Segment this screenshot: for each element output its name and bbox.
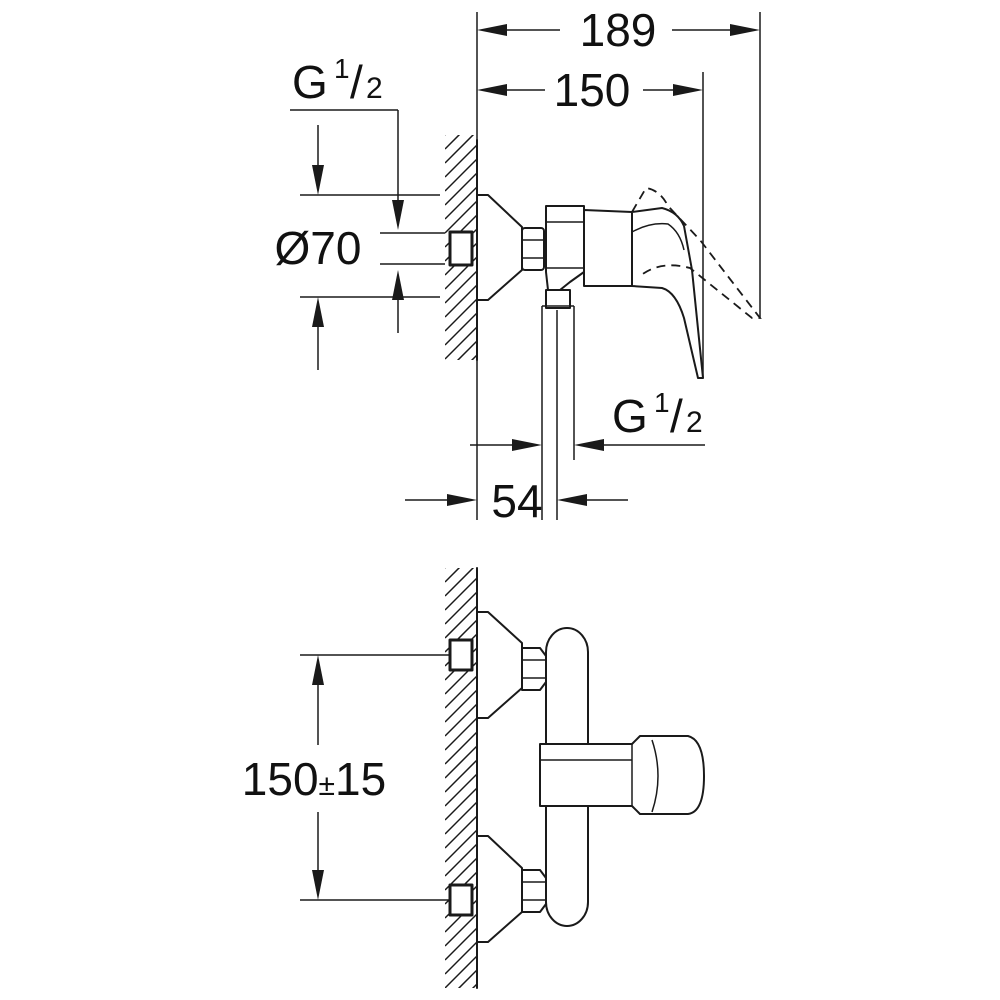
nut-upper <box>521 647 547 691</box>
svg-text:2: 2 <box>366 72 383 105</box>
wall-flange-side <box>476 194 523 301</box>
hatch-line <box>445 913 477 947</box>
svg-text:/: / <box>670 390 683 442</box>
hatch-line <box>445 591 477 625</box>
dim-outlet-offset: 54 <box>491 475 542 527</box>
hatch-line <box>445 200 477 234</box>
hatch-line <box>445 941 477 975</box>
hatch-line <box>445 172 477 206</box>
mixer-body-side <box>545 205 585 291</box>
hatch-line <box>445 135 461 150</box>
hatch-line <box>445 815 477 849</box>
lever-dashed <box>631 187 762 319</box>
dim-diameter: Ø70 <box>275 222 362 274</box>
hatch-line <box>445 568 475 597</box>
inlet-stub-side <box>448 230 474 267</box>
thread-label-inlet: G 1 / 2 <box>292 53 383 108</box>
hatch-line <box>445 298 477 332</box>
hatch-line <box>445 144 477 178</box>
hatch-line <box>445 568 447 569</box>
svg-text:G: G <box>612 390 648 442</box>
hatch-line <box>445 326 477 360</box>
outlet-nut <box>545 289 571 309</box>
hatch-line <box>445 689 477 723</box>
inlet-stub-upper <box>448 638 474 672</box>
spacing-value: 150 <box>242 753 319 805</box>
diameter-value: 70 <box>310 222 361 274</box>
hatch-line <box>445 717 477 751</box>
hatch-line <box>445 675 477 709</box>
hatch-line <box>445 703 477 737</box>
hatch-line <box>445 745 477 779</box>
hatch-line <box>445 270 477 304</box>
hatch-line <box>445 829 477 863</box>
lever-solid <box>631 207 704 379</box>
hatch-line <box>445 955 477 988</box>
handle-front <box>539 735 705 815</box>
spacing-tolerance: 15 <box>335 753 386 805</box>
hatch-line <box>445 759 477 793</box>
inlet-stub-lower <box>448 883 474 917</box>
hatch-line <box>470 354 477 360</box>
thread-label-outlet: G 1 / 2 <box>612 387 703 442</box>
dim-inlet-spacing: 150±15 <box>242 753 386 805</box>
svg-text:2: 2 <box>686 406 703 439</box>
dim-lever-width: 150 <box>554 64 631 116</box>
hatch-line <box>445 577 477 611</box>
hatch-line <box>445 568 461 583</box>
hatch-line <box>445 312 477 346</box>
hatch-line <box>445 927 477 961</box>
side-view: 189 150 Ø70 G 1 / 2 G 1 / 2 <box>275 4 762 527</box>
svg-text:/: / <box>350 56 363 108</box>
front-view: 150±15 <box>242 567 705 989</box>
hatch-line <box>445 284 477 318</box>
wall-flange-lower <box>476 835 523 943</box>
hatch-line <box>445 158 477 192</box>
hatch-line <box>445 843 477 877</box>
hatch-line <box>456 340 477 360</box>
hatch-line <box>445 186 477 220</box>
svg-text:G: G <box>292 56 328 108</box>
hatch-line <box>445 605 477 639</box>
hatch-line <box>445 135 475 164</box>
nut-lower <box>521 869 547 913</box>
hatch-line <box>445 801 477 835</box>
hatch-line <box>457 969 477 988</box>
wall-flange-upper <box>476 611 523 719</box>
dim-total-width: 189 <box>580 4 657 56</box>
hatch-line <box>445 773 477 807</box>
hatch-line <box>445 135 447 136</box>
svg-text:1: 1 <box>334 53 350 84</box>
nut-side <box>521 227 545 271</box>
svg-text:1: 1 <box>654 387 670 418</box>
spacing-tolerance-symbol: ± <box>319 769 335 802</box>
hatch-line <box>445 787 477 821</box>
hatch-line <box>445 731 477 765</box>
wall-hatching-bottom <box>445 568 477 988</box>
diameter-symbol: Ø <box>275 222 311 274</box>
